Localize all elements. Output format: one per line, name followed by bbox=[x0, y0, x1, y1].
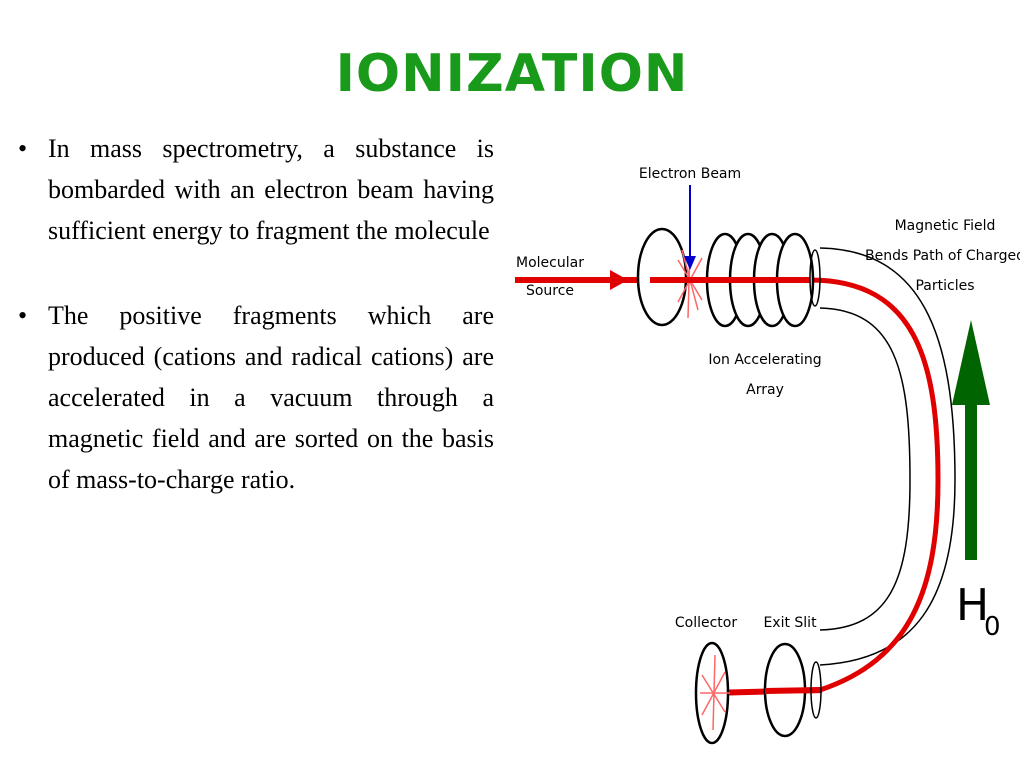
label-molecular-source-2: Source bbox=[526, 283, 574, 299]
label-field-subscript: 0 bbox=[984, 612, 1001, 642]
bullet-list: • In mass spectrometry, a substance is b… bbox=[18, 128, 494, 500]
slide-title: IONIZATION bbox=[335, 44, 689, 104]
label-ion-accelerating-1: Ion Accelerating bbox=[708, 352, 821, 368]
ion-path-arc bbox=[809, 277, 941, 693]
bullet-dot-icon: • bbox=[18, 301, 28, 330]
electron-beam-arrowhead-icon bbox=[684, 256, 696, 270]
label-collector: Collector bbox=[675, 615, 737, 631]
ion-beam-arrowhead-icon bbox=[610, 270, 628, 290]
field-arrowhead-icon bbox=[952, 320, 990, 405]
label-exit-slit: Exit Slit bbox=[763, 615, 817, 631]
label-magnetic-field-2: Bends Path of Charged bbox=[865, 248, 1020, 264]
bullet-text: In mass spectrometry, a substance is bom… bbox=[48, 134, 494, 245]
label-ion-accelerating-2: Array bbox=[746, 382, 784, 398]
tube-inner-wall bbox=[819, 307, 911, 631]
label-magnetic-field-1: Magnetic Field bbox=[895, 218, 996, 234]
bullet-item: • The positive fragments which are produ… bbox=[18, 295, 494, 500]
label-molecular-source-1: Molecular bbox=[516, 255, 584, 271]
bullet-dot-icon: • bbox=[18, 134, 28, 163]
label-magnetic-field-3: Particles bbox=[915, 278, 974, 294]
label-electron-beam: Electron Beam bbox=[639, 166, 741, 182]
entry-slit bbox=[809, 249, 821, 307]
collector-burst-icon bbox=[700, 654, 730, 731]
exit-slit bbox=[810, 661, 822, 719]
bullet-item: • In mass spectrometry, a substance is b… bbox=[18, 128, 494, 251]
bullet-text: The positive fragments which are produce… bbox=[48, 301, 494, 494]
field-arrow-shaft bbox=[965, 395, 977, 560]
exit-beam-line bbox=[764, 687, 823, 694]
mass-spectrometer-diagram: Electron Beam Molecular Source Magnetic … bbox=[515, 166, 1020, 745]
label-field-h: H bbox=[956, 580, 989, 631]
